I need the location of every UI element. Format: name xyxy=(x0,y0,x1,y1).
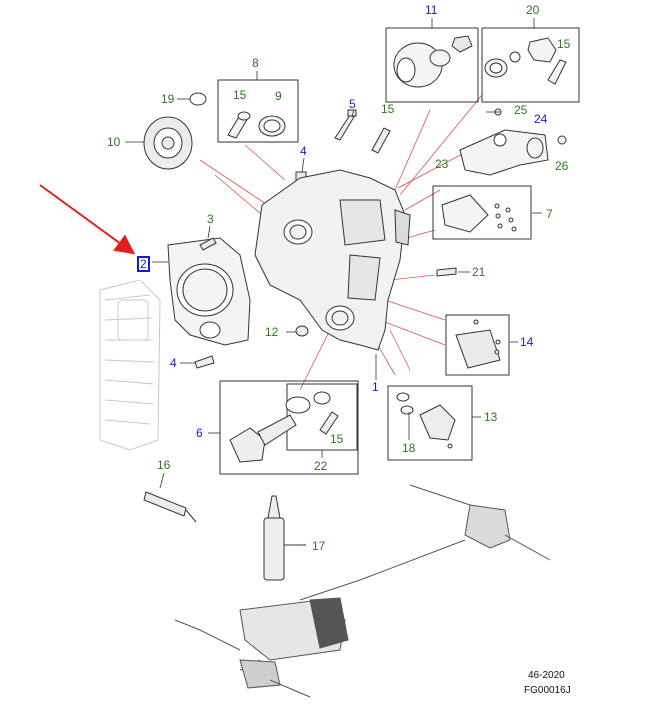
callout-20: 20 xyxy=(526,3,540,17)
group-box-7 xyxy=(432,185,532,240)
callout-6: 6 xyxy=(196,426,203,440)
bolt-4-lower xyxy=(194,355,215,369)
callout-2-highlighted[interactable]: 2 xyxy=(137,256,150,272)
callout-25: 25 xyxy=(514,103,528,117)
part-8-assembly xyxy=(227,111,286,139)
callout-13: 13 xyxy=(484,410,498,424)
ghost-gearbox xyxy=(99,279,161,451)
callout-15-d: 15 xyxy=(330,432,344,446)
oil-pump-10 xyxy=(143,116,193,170)
callout-3: 3 xyxy=(207,212,214,226)
callout-23: 23 xyxy=(435,157,449,171)
callout-4-b: 4 xyxy=(170,356,177,370)
mount-bracket-assembly xyxy=(459,108,567,176)
differential-part xyxy=(393,35,473,88)
callout-11: 11 xyxy=(425,3,438,17)
control-module-14 xyxy=(455,319,501,369)
callout-12: 12 xyxy=(265,325,279,339)
callout-14: 14 xyxy=(520,335,534,349)
shaft-15-upper xyxy=(371,127,391,154)
callout-18: 18 xyxy=(402,441,416,455)
callout-15-a: 15 xyxy=(557,37,571,51)
date-code: 46-2020 xyxy=(528,670,565,681)
callout-8: 8 xyxy=(252,56,259,70)
bolt-21 xyxy=(436,267,457,277)
cover-plate-7 xyxy=(441,194,517,233)
sensor-13 xyxy=(396,392,456,449)
callout-4-a: 4 xyxy=(300,144,307,158)
transfer-case-1 xyxy=(254,169,411,351)
callout-19: 19 xyxy=(161,92,175,106)
callout-16: 16 xyxy=(157,458,171,472)
applicator-16 xyxy=(143,491,197,523)
callout-1: 1 xyxy=(372,380,379,394)
leader-lines xyxy=(199,94,483,391)
group-box-13 xyxy=(387,385,473,461)
output-flange-6 xyxy=(229,391,339,463)
sealant-tube-17 xyxy=(263,495,306,581)
label-leaders xyxy=(125,18,542,489)
o-ring-19 xyxy=(189,92,207,106)
callout-22: 22 xyxy=(314,459,328,473)
plug-12 xyxy=(295,325,309,337)
group-box-14 xyxy=(445,314,510,376)
callout-10: 10 xyxy=(107,135,121,149)
callout-24: 24 xyxy=(534,112,548,126)
callout-15-b: 15 xyxy=(233,88,247,102)
front-cover-2 xyxy=(167,237,251,346)
drivetrain-overview xyxy=(174,484,551,698)
bolt-3 xyxy=(199,237,217,251)
callout-5: 5 xyxy=(349,97,356,111)
callout-9: 9 xyxy=(275,89,282,103)
group-box-6 xyxy=(219,380,359,475)
callout-21: 21 xyxy=(472,265,486,279)
group-box-20 xyxy=(481,27,580,103)
callout-7: 7 xyxy=(546,207,553,221)
part-20-assembly xyxy=(484,37,567,85)
figure-id: FG00016J xyxy=(524,685,571,696)
callout-26: 26 xyxy=(555,159,569,173)
group-box-8 xyxy=(217,79,299,143)
indicator-arrow xyxy=(39,184,136,255)
callout-17: 17 xyxy=(312,539,326,553)
callout-15-c: 15 xyxy=(381,102,395,116)
